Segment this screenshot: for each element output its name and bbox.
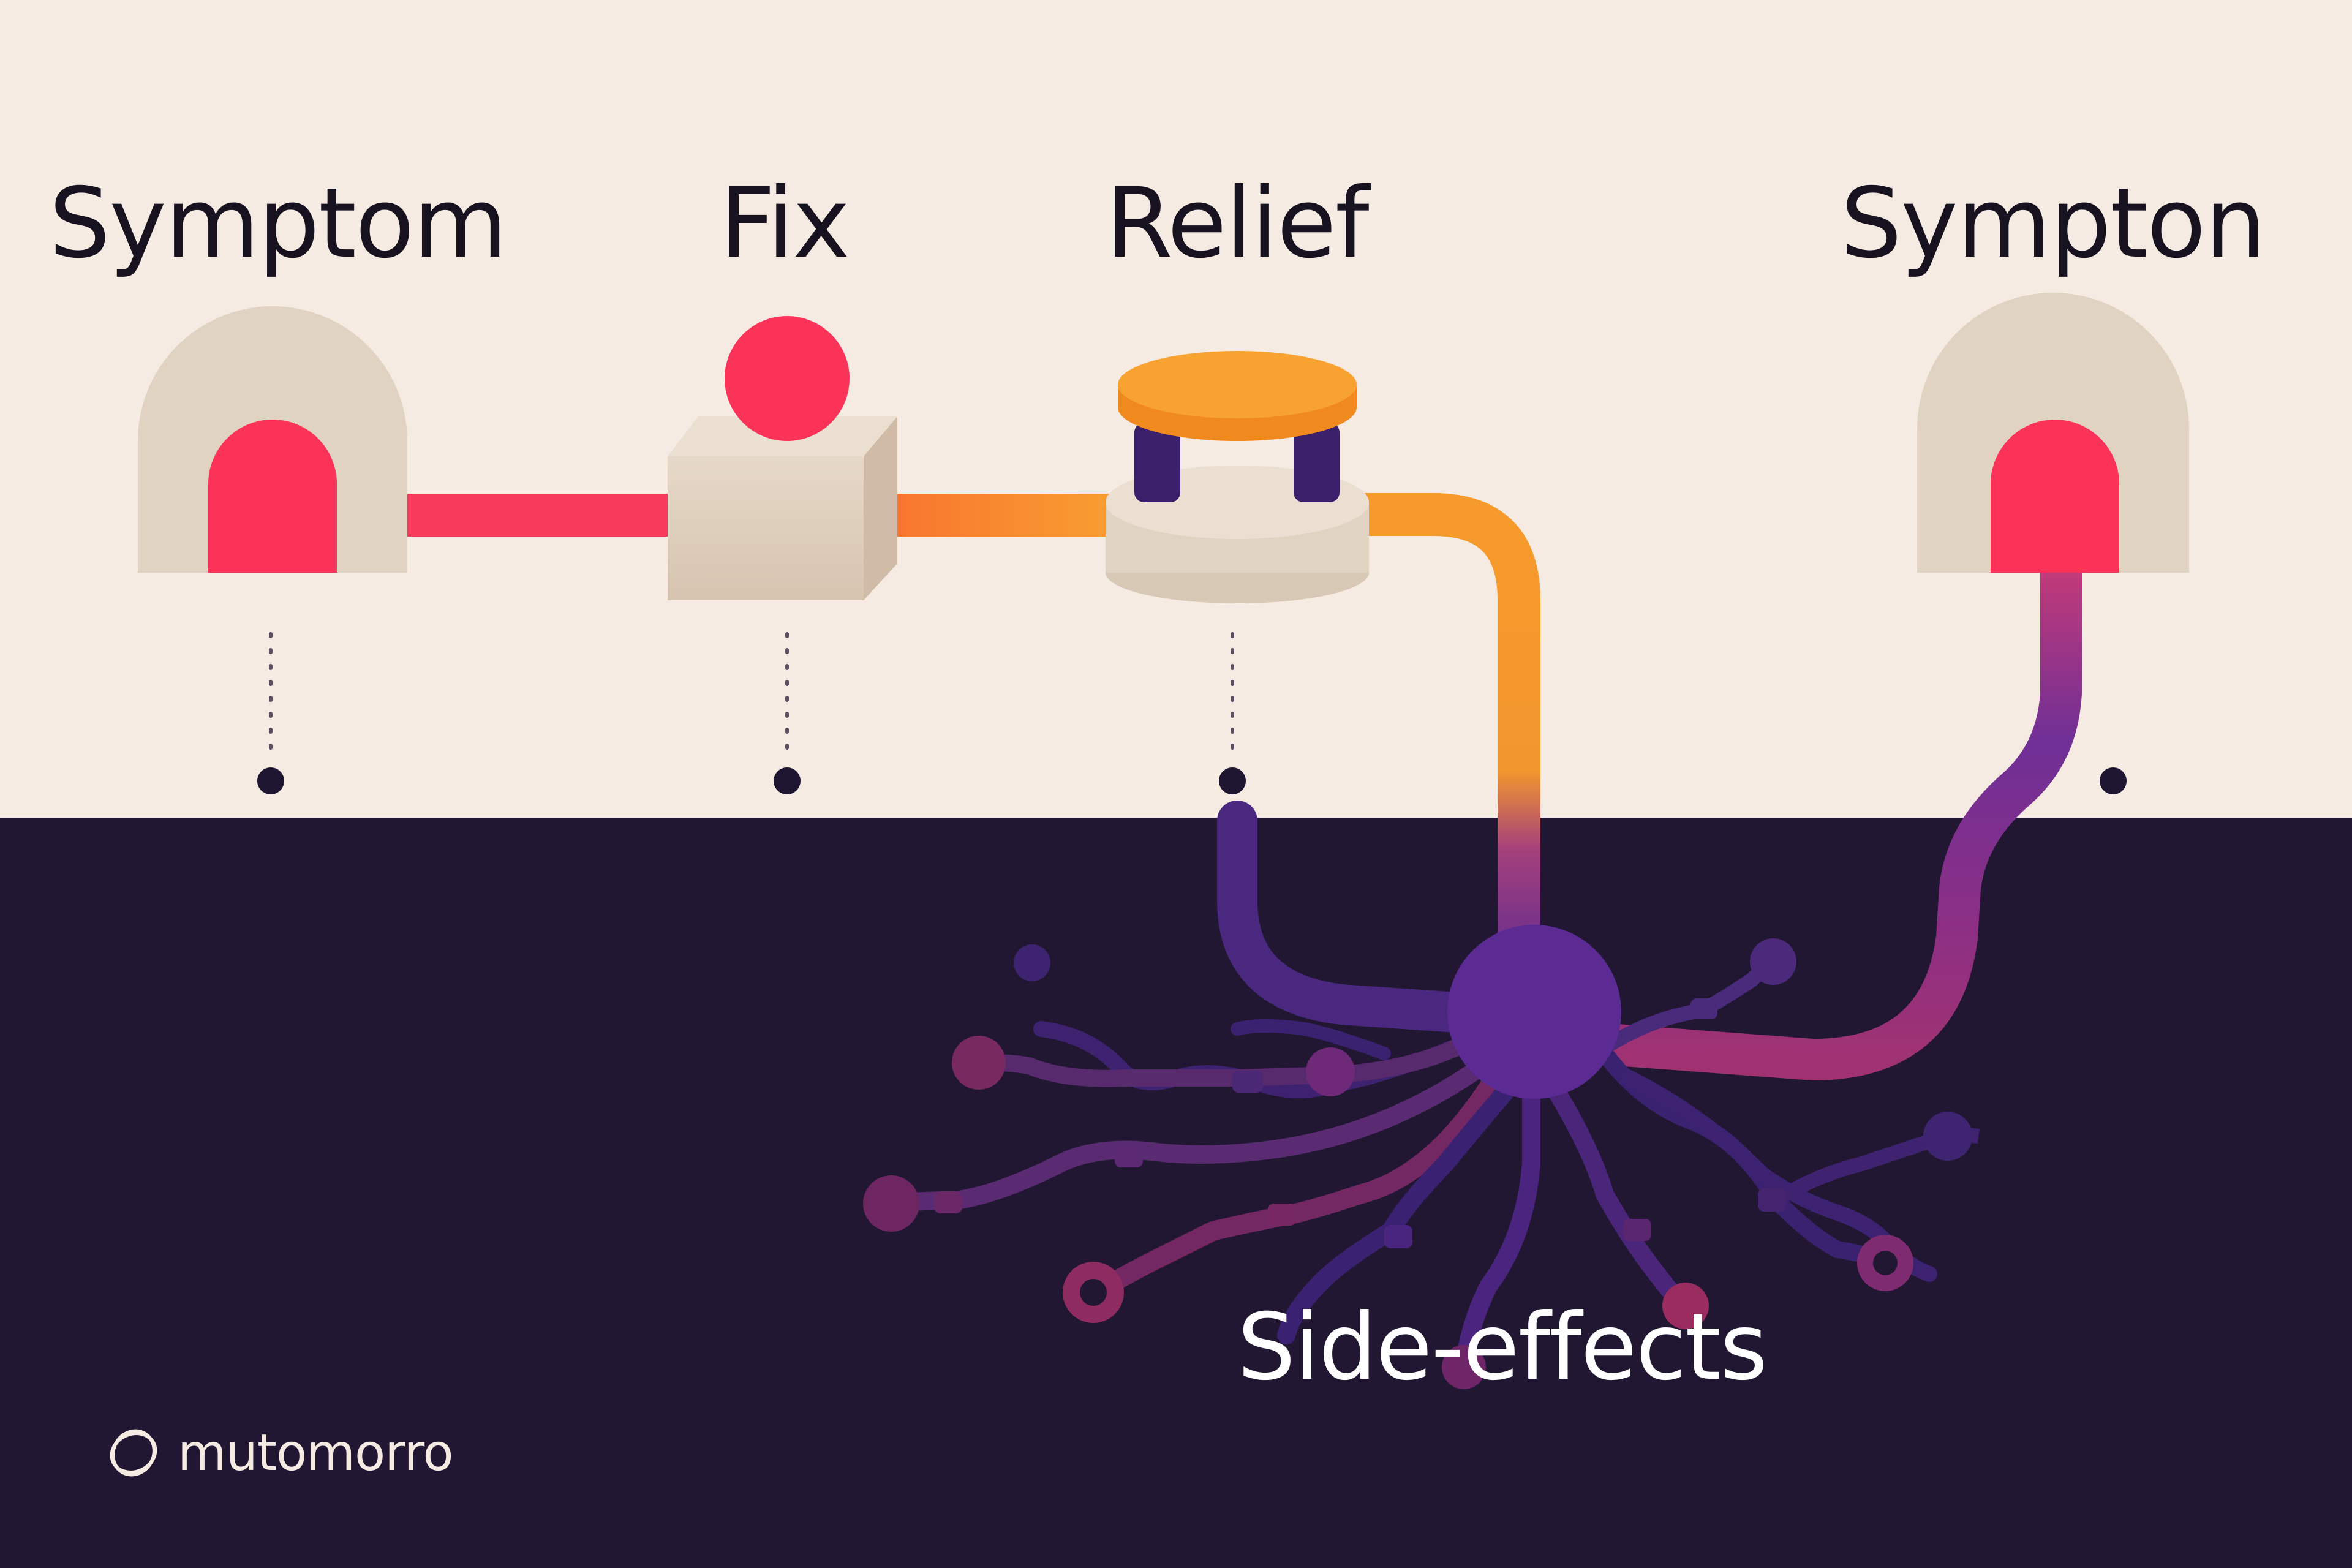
- brand-logo: mutomorro: [104, 1416, 454, 1490]
- rings-logo-icon: [110, 1429, 157, 1477]
- side-effect-knots: [934, 998, 1786, 1248]
- label-sympton: Sympton: [1841, 167, 2266, 280]
- pipe-fix-relief: [882, 494, 1127, 537]
- side-effects-hub: [1447, 925, 1621, 1099]
- side-effect-end-nodes: [863, 938, 1972, 1389]
- pipe-relief-down: [1344, 493, 1540, 1001]
- sympton-door: [1991, 420, 2119, 573]
- pipe-symptom-fix: [404, 494, 674, 537]
- symptom-door: [208, 420, 337, 573]
- label-symptom: Symptom: [49, 167, 508, 280]
- pipe-underground-right: [1547, 549, 2082, 1081]
- pipe-underground-left: [1217, 801, 1539, 1037]
- brand-name: mutomorro: [178, 1423, 454, 1482]
- fix-cube: [668, 417, 897, 600]
- label-side-effects: Side-effects: [1237, 1294, 1768, 1401]
- label-relief: Relief: [1106, 167, 1370, 280]
- relief-pedestal: [1106, 351, 1369, 603]
- fix-ball: [725, 316, 850, 441]
- stage-markers: [257, 632, 2127, 794]
- label-fix: Fix: [720, 167, 850, 280]
